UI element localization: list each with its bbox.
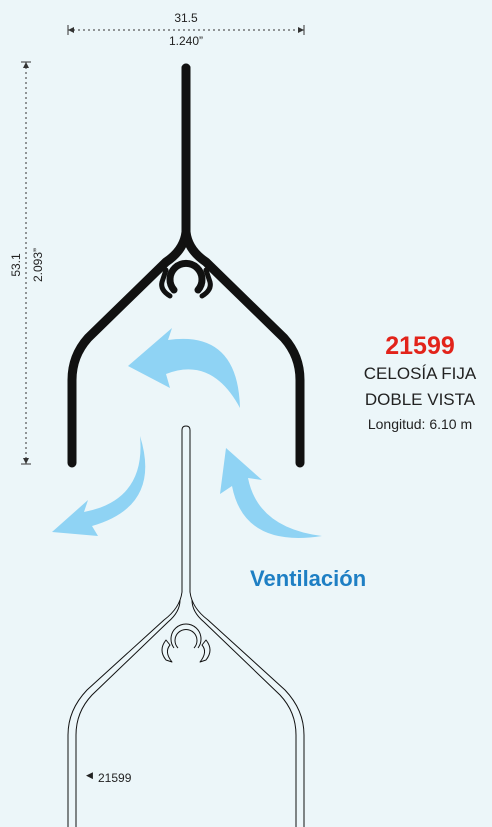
airflow-arrow-top bbox=[128, 328, 240, 408]
height-dimension: 53.1 2.093” bbox=[9, 61, 45, 465]
width-mm-label: 31.5 bbox=[174, 11, 198, 25]
part-pointer-icon: ◀ bbox=[86, 771, 93, 781]
airflow-arrows bbox=[52, 328, 322, 538]
louvre-profile-black bbox=[67, 63, 305, 468]
product-name-line2: DOBLE VISTA bbox=[364, 390, 476, 409]
airflow-arrow-left bbox=[52, 436, 146, 536]
airflow-arrow-right bbox=[220, 448, 322, 538]
width-dimension: 31.5 1.240” bbox=[67, 11, 305, 48]
airflow-label: Ventilación bbox=[250, 566, 367, 591]
product-name-line1: CELOSÍA FIJA bbox=[363, 364, 477, 383]
part-reference-label: 21599 bbox=[98, 771, 132, 785]
louvre-profile-outline bbox=[67, 425, 305, 827]
product-code: 21599 bbox=[385, 332, 455, 360]
width-in-label: 1.240” bbox=[169, 34, 203, 48]
product-length: Longitud: 6.10 m bbox=[367, 416, 473, 432]
height-in-label: 2.093” bbox=[31, 248, 45, 282]
height-mm-label: 53.1 bbox=[9, 253, 23, 277]
